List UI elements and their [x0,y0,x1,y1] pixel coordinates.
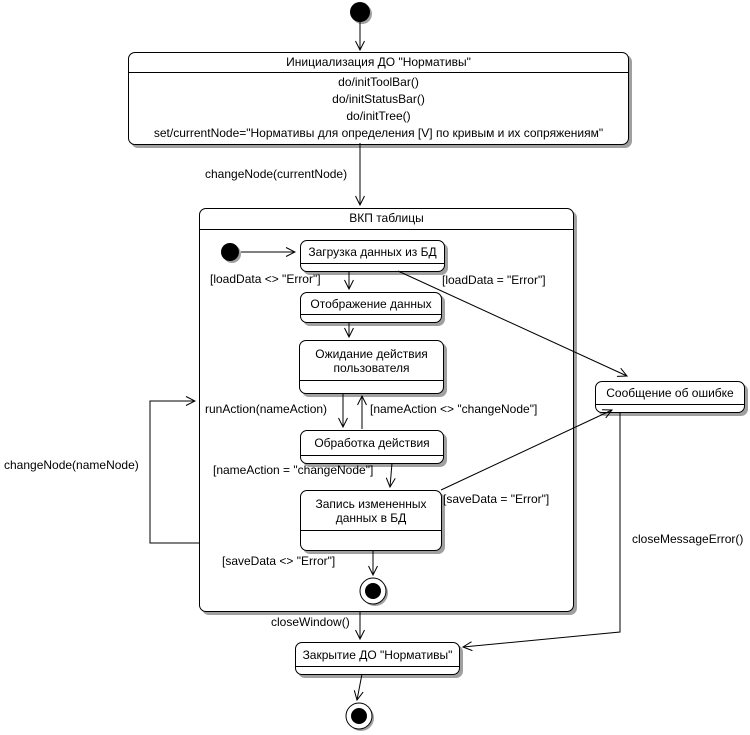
state-close-do-normativy: Закрытие ДО "Нормативы" [295,642,460,675]
state-name-wait: Ожидание действия пользователя [300,341,443,381]
action-init-tree: do/initTree() [346,109,411,123]
initial-state-shadow [352,4,372,24]
transition-label-loaddata-ok: [loadData <> "Error"] [210,272,321,286]
transition-label-nameaction-eq-changenode: [nameAction = "changeNode"] [213,463,374,477]
state-compartment [301,264,444,271]
transition-label-closewindow: closeWindow() [271,615,350,629]
state-name-close: Закрытие ДО "Нормативы" [296,643,459,667]
state-compartment [301,456,443,463]
state-compartment [301,531,441,550]
action-init-statusbar: do/initStatusBar() [332,92,425,106]
transition-label-changenode-namenode: changeNode(nameNode) [4,458,139,472]
action-set-currentnode: set/currentNode="Нормативы для определен… [153,126,604,140]
state-name-save: Запись измененных данных в БД [301,491,441,531]
transition-label-runaction: runAction(nameAction) [205,402,328,416]
transition-vkp-self-loop [149,401,199,544]
final-state-shadow [348,705,374,731]
final-state-icon [345,702,373,730]
state-title-init: Инициализация ДО "Нормативы" [129,53,628,73]
state-init-do-normativy: Инициализация ДО "Нормативы" do/initTool… [128,52,629,145]
initial-state-icon [350,2,370,22]
state-error-message: Сообщение об ошибке [595,381,745,413]
state-name-error: Сообщение об ошибке [596,382,744,405]
state-title-vkp: ВКП таблицы [200,209,573,230]
state-compartment [596,405,744,412]
final-state-dot [351,708,367,724]
state-load-data: Загрузка данных из БД [300,240,445,272]
transition-close-to-final [357,673,362,700]
state-name-display: Отображение данных [301,293,441,315]
transition-label-closemessageerror: closeMessageError() [632,532,744,546]
transition-label-nameaction-ne-changenode: [nameAction <> "changeNode"] [370,402,538,416]
action-init-toolbar: do/initToolBar() [338,75,419,89]
state-compartment [300,381,443,393]
state-name-load: Загрузка данных из БД [301,241,444,264]
state-name-process: Обработка действия [301,431,443,456]
transition-label-savedata-ok: [saveData <> "Error"] [222,554,336,568]
state-display-data: Отображение данных [300,292,442,323]
state-process-action: Обработка действия [300,430,444,464]
transition-label-loaddata-error: [loadData = "Error"] [442,273,546,287]
state-init-actions: do/initToolBar() do/initStatusBar() do/i… [129,73,628,142]
state-save-data: Запись измененных данных в БД [300,490,442,551]
state-compartment [301,315,441,322]
state-compartment [296,667,459,674]
transition-label-changenode-currentnode: changeNode(currentNode) [205,167,348,181]
transition-label-savedata-error: [saveData = "Error"] [443,492,550,506]
state-wait-user-action: Ожидание действия пользователя [299,340,444,394]
